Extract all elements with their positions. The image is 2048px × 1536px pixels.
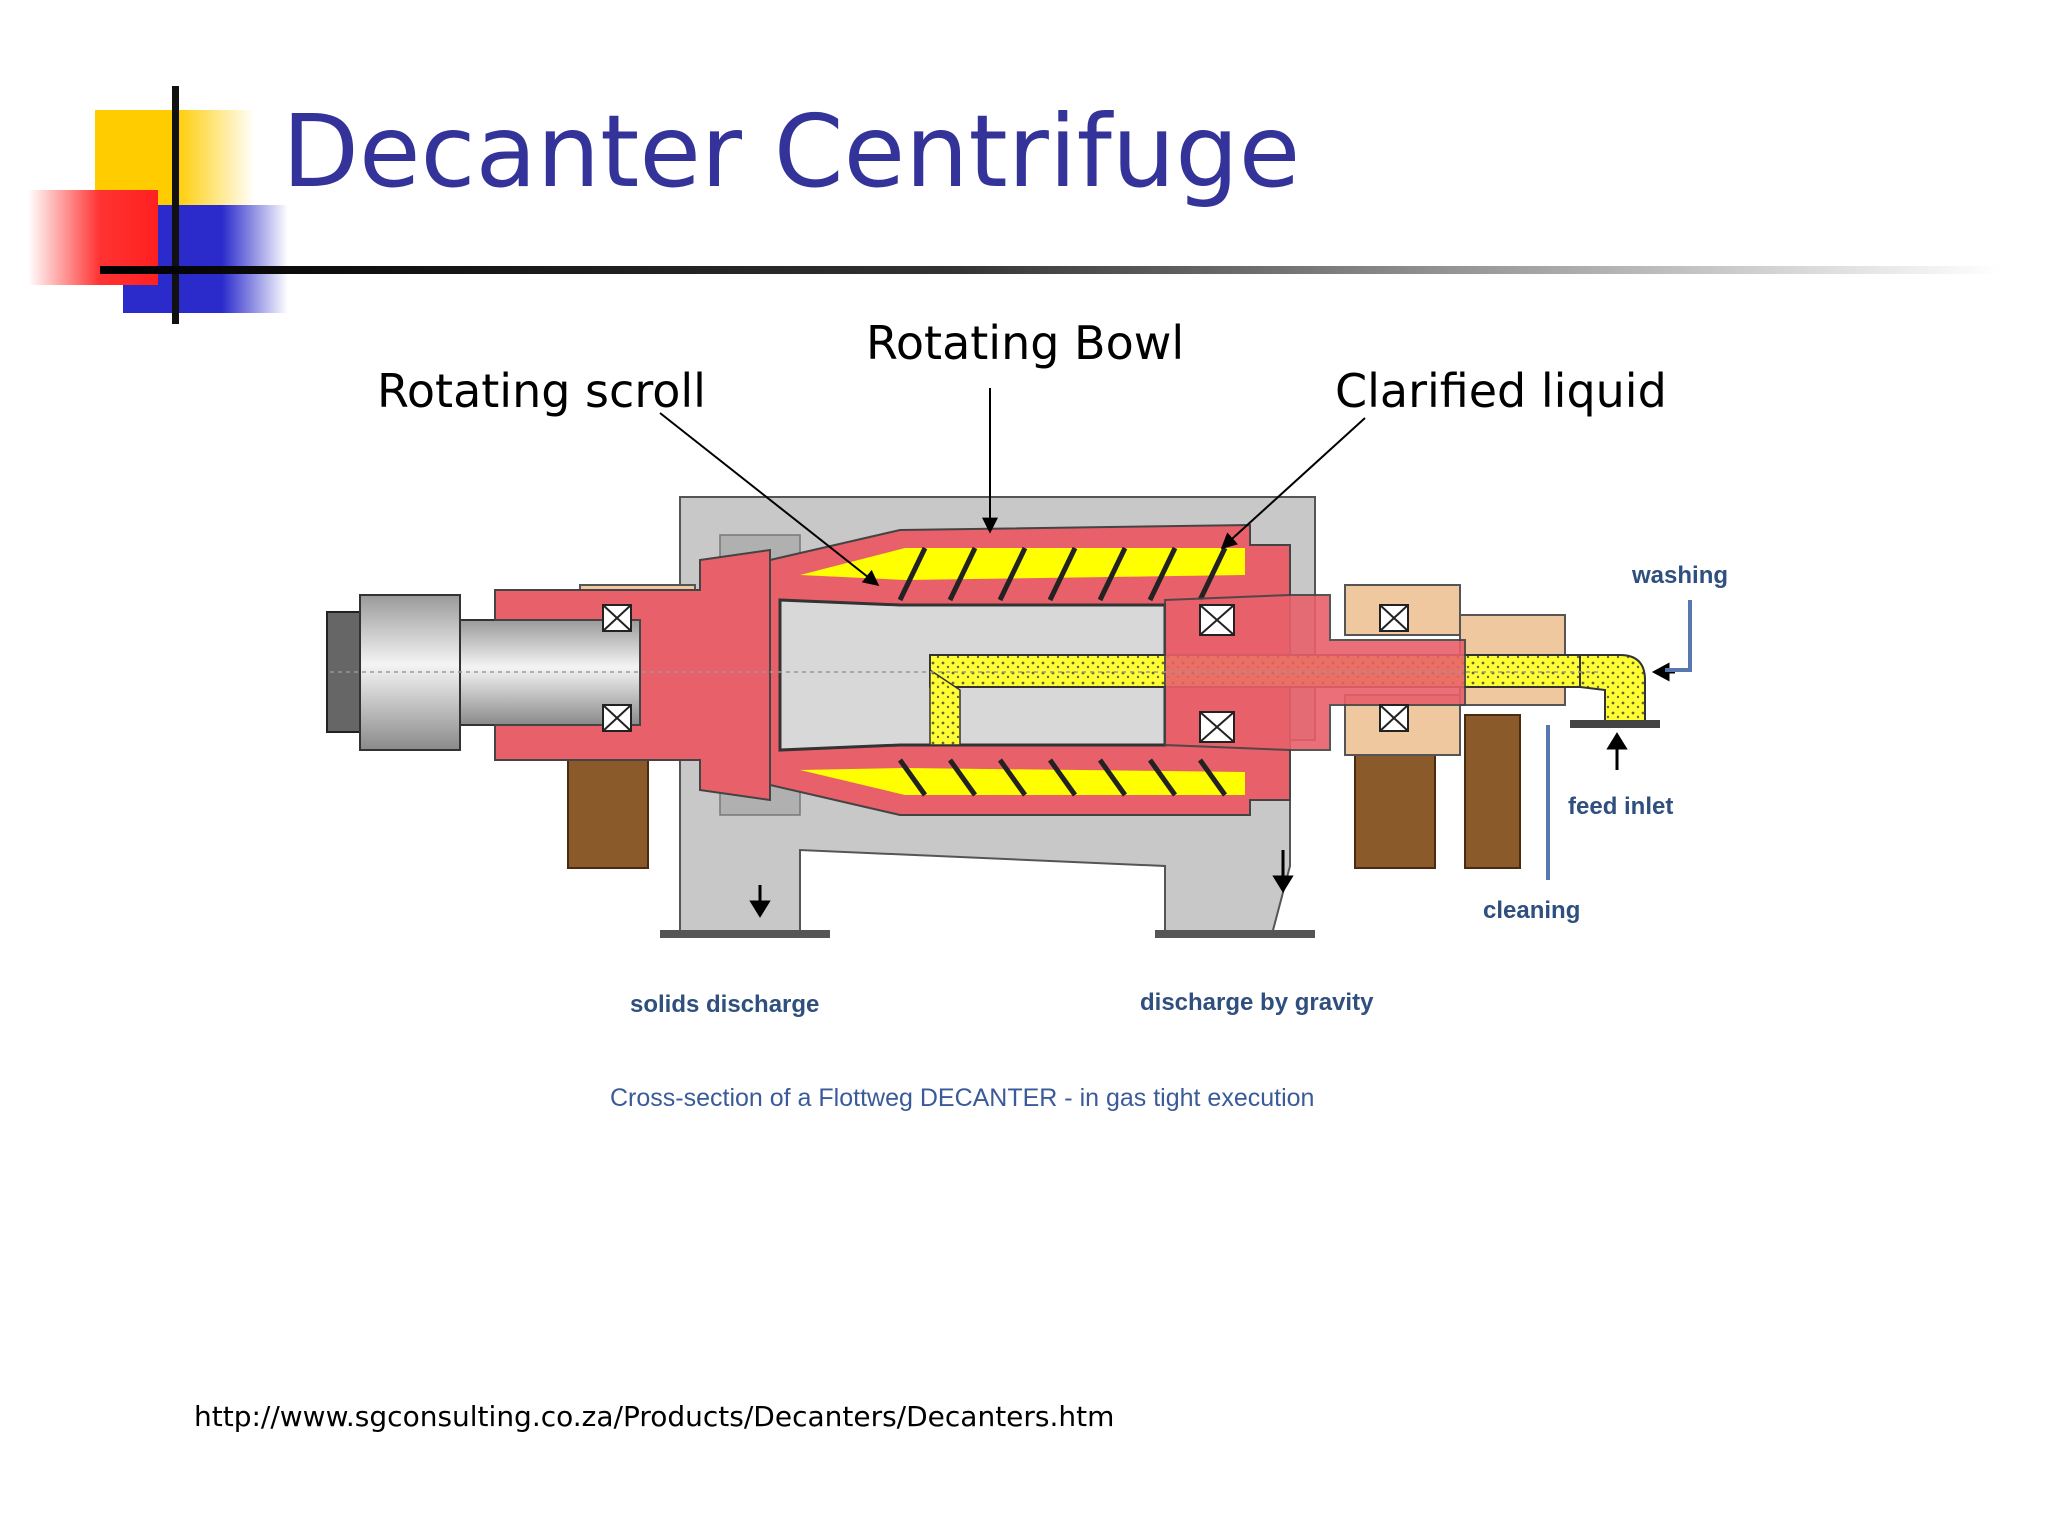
decanter-cross-section-diagram: washing feed inlet cleaning solids disch… [326, 388, 1728, 1112]
title-underline [100, 266, 2000, 274]
title-decoration [28, 86, 2000, 324]
rotating-scroll-flights [897, 546, 1228, 797]
bowl-hub-left [494, 548, 771, 802]
label-solids-discharge: solids discharge [630, 991, 819, 1018]
figure-caption: Cross-section of a Flottweg DECANTER - i… [610, 1084, 1314, 1112]
deco-vertical-line [172, 86, 179, 324]
callout-rotating-bowl: Rotating Bowl [866, 316, 1185, 370]
washing-pipe [1665, 600, 1692, 672]
support-stands [567, 714, 1521, 869]
label-washing: washing [1631, 562, 1728, 589]
slide-title: Decanter Centrifuge [282, 93, 1301, 210]
callout-rotating-scroll: Rotating scroll [377, 364, 706, 418]
callout-clarified-liquid: Clarified liquid [1335, 364, 1667, 418]
callout-leaders [659, 388, 1366, 586]
housing-feet [660, 930, 1315, 938]
label-cleaning: cleaning [1483, 897, 1580, 924]
bearings [602, 604, 1409, 743]
label-feed-inlet: feed inlet [1568, 793, 1673, 820]
label-discharge-by-gravity: discharge by gravity [1140, 989, 1374, 1016]
source-url: http://www.sgconsulting.co.za/Products/D… [194, 1400, 1115, 1433]
